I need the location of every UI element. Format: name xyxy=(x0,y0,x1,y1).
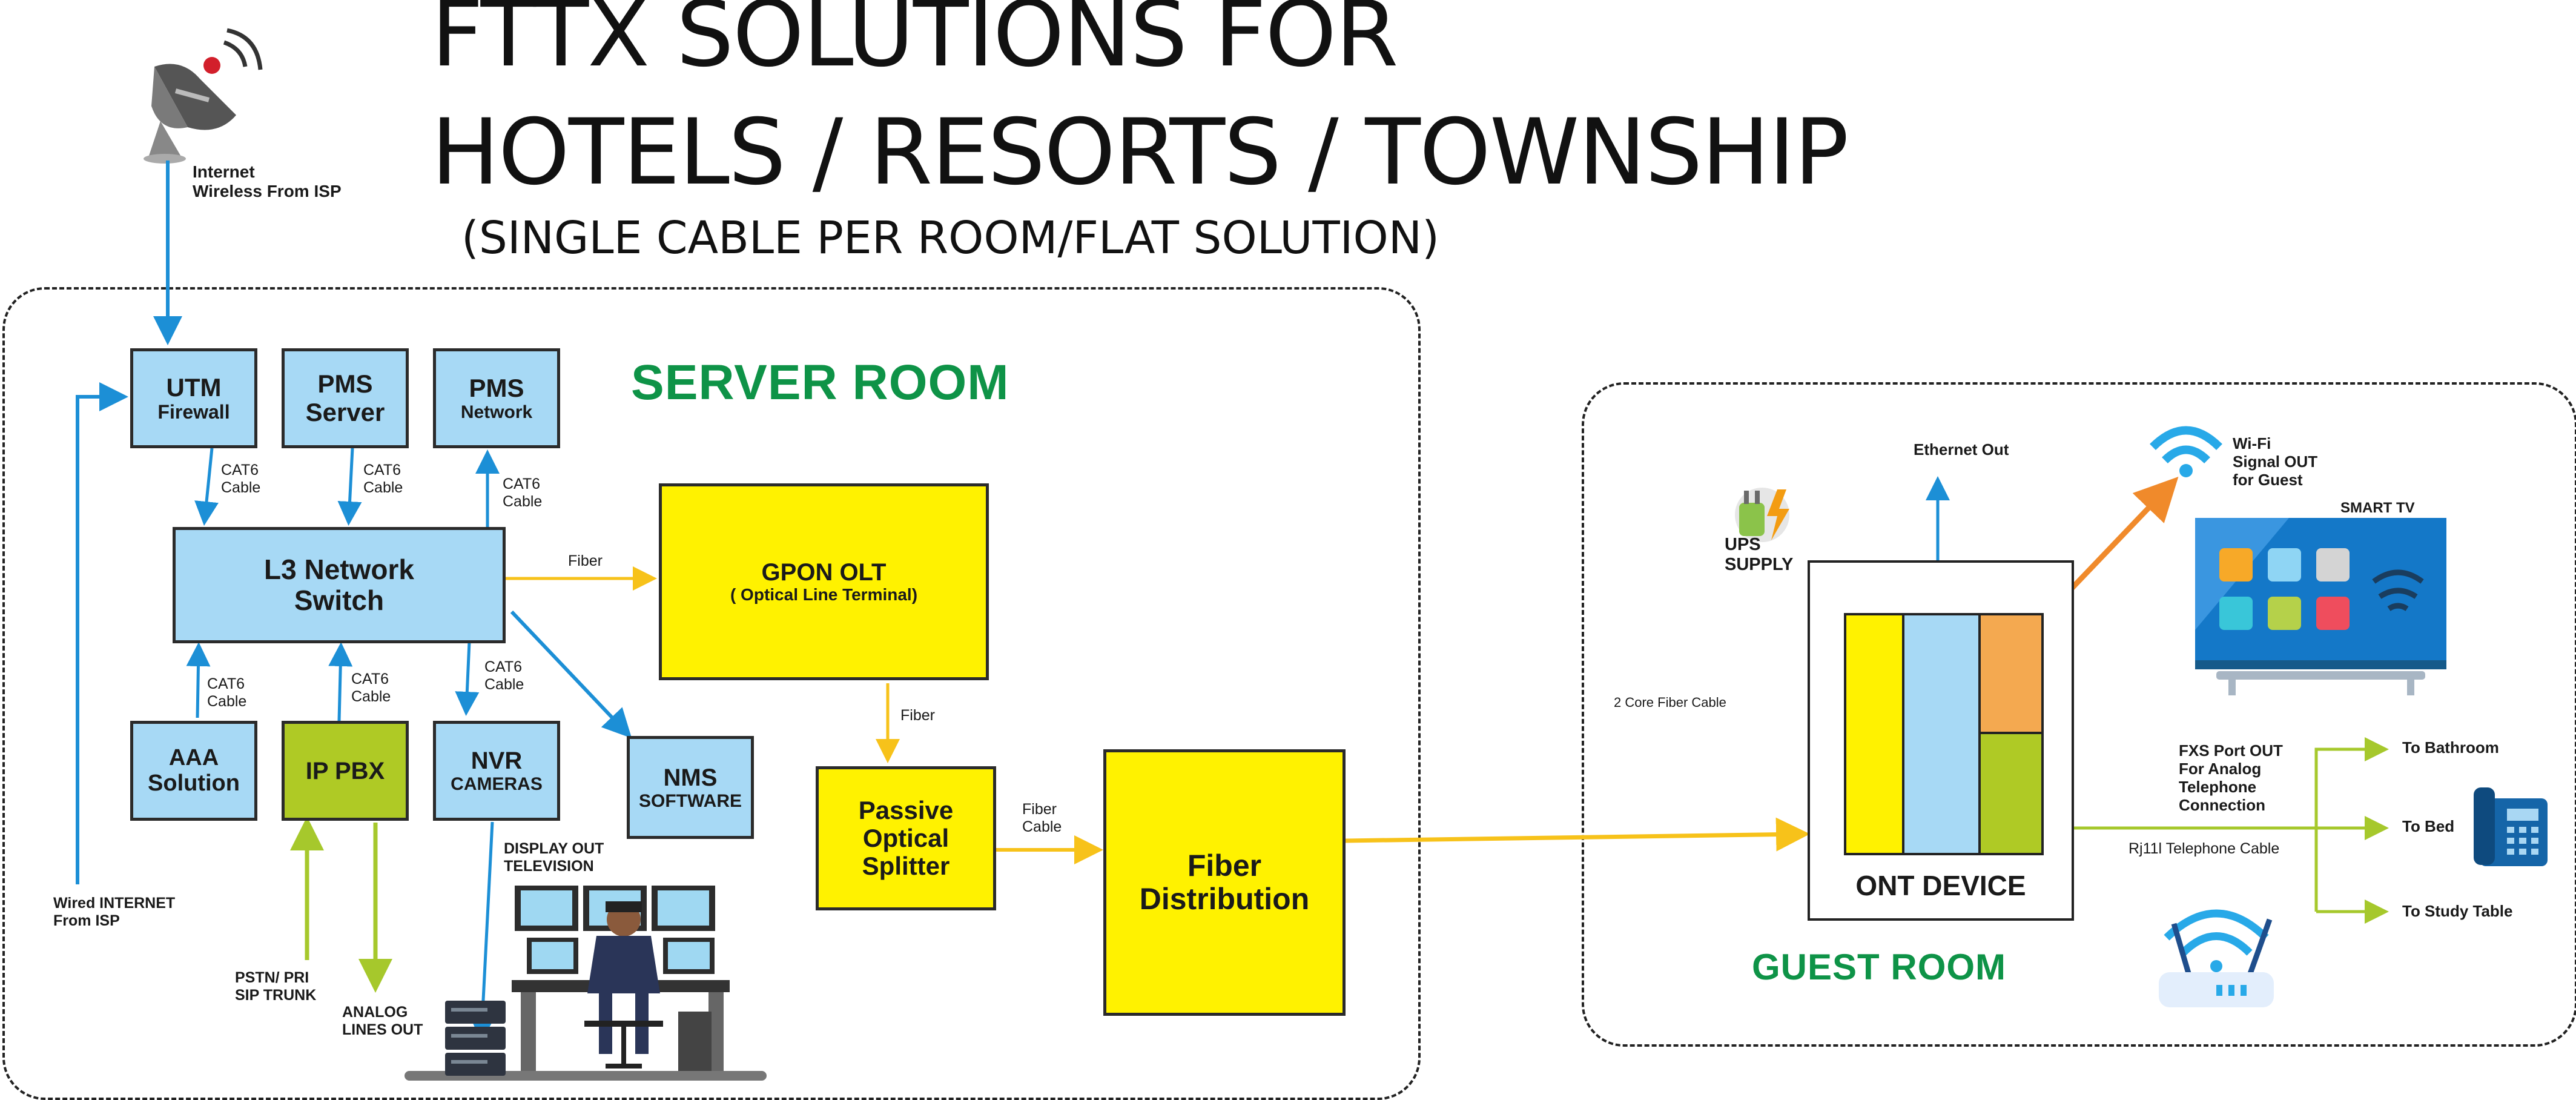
ont-green-port xyxy=(1978,732,2044,855)
l3-switch-line2: Switch xyxy=(294,585,385,616)
guest-room-title: GUEST ROOM xyxy=(1752,947,2007,987)
telephone-icon xyxy=(2474,787,2548,866)
ont-orange-port xyxy=(1978,613,2044,734)
aaa-solution-node: AAA Solution xyxy=(130,721,257,821)
fiber-cable-label: Fiber Cable xyxy=(1022,801,1062,835)
internet-wireless-label: Internet Wireless From ISP xyxy=(193,162,342,201)
splitter-line3: Splitter xyxy=(862,852,950,881)
aaa-line1: AAA xyxy=(168,744,219,770)
guest-room-frame xyxy=(1582,382,2576,1047)
nvr-line1: NVR xyxy=(471,747,523,774)
server-rack-icon xyxy=(445,1001,506,1076)
ethernet-out-label: Ethernet Out xyxy=(1914,440,2009,459)
cat6-label-ip-pbx: CAT6 Cable xyxy=(351,671,391,705)
fiber-dist-line1: Fiber xyxy=(1187,849,1262,883)
server-room-title: SERVER ROOM xyxy=(631,355,1009,410)
nvr-line2: CAMERAS xyxy=(451,774,543,794)
gpon-olt-line2: ( Optical Line Terminal) xyxy=(730,585,918,605)
operator-desk-icon xyxy=(405,886,767,1081)
utm-line2: Firewall xyxy=(157,401,230,423)
splitter-line1: Passive xyxy=(858,795,954,824)
cat6-label-pms-server: CAT6 Cable xyxy=(363,462,403,496)
pstn-label: PSTN/ PRI SIP TRUNK xyxy=(235,969,317,1004)
pms-server-line1: PMS xyxy=(317,369,373,399)
rj11-cable-label: Rj11l Telephone Cable xyxy=(2129,840,2280,857)
server-room-frame xyxy=(2,287,1421,1100)
to-study-table-label: To Study Table xyxy=(2402,902,2513,920)
fiber-olt-label: Fiber xyxy=(568,552,603,569)
title-line-3: (SINGLE CABLE PER ROOM/FLAT SOLUTION) xyxy=(461,212,1439,264)
analog-lines-label: ANALOG LINES OUT xyxy=(342,1004,423,1038)
gpon-olt-node: GPON OLT ( Optical Line Terminal) xyxy=(659,483,989,680)
utm-firewall-node: UTM Firewall xyxy=(130,348,257,448)
nms-line2: SOFTWARE xyxy=(639,790,742,811)
ups-supply-label: UPS SUPPLY xyxy=(1725,535,1794,575)
smart-tv-label: SMART TV xyxy=(2340,500,2415,516)
smart-tv-icon xyxy=(2195,518,2446,695)
passive-optical-splitter-node: Passive Optical Splitter xyxy=(816,766,996,910)
cat6-label-utm: CAT6 Cable xyxy=(221,462,261,496)
fxs-port-label: FXS Port OUT For Analog Telephone Connec… xyxy=(2179,741,2283,814)
pms-server-node: PMS Server xyxy=(282,348,409,448)
wifi-router-icon xyxy=(2159,909,2274,1007)
pms-server-line2: Server xyxy=(305,397,385,426)
display-out-label: DISPLAY OUT TELEVISION xyxy=(504,840,604,875)
satellite-dish-icon xyxy=(144,28,263,164)
nms-software-node: NMS SOFTWARE xyxy=(627,736,754,839)
wired-internet-label: Wired INTERNET From ISP xyxy=(53,895,176,929)
l3-network-switch-node: L3 Network Switch xyxy=(173,527,506,643)
to-bed-label: To Bed xyxy=(2402,817,2455,835)
cat6-label-nvr: CAT6 Cable xyxy=(484,658,524,693)
ont-yellow-port xyxy=(1844,613,1904,855)
fiber-distribution-node: Fiber Distribution xyxy=(1103,749,1346,1016)
gpon-olt-line1: GPON OLT xyxy=(761,559,887,586)
to-bathroom-label: To Bathroom xyxy=(2402,738,2499,757)
title-line-1: FTTX SOLUTIONS FOR xyxy=(431,0,1398,87)
l3-switch-line1: L3 Network xyxy=(264,554,414,586)
nvr-cameras-node: NVR CAMERAS xyxy=(433,721,560,821)
nms-line1: NMS xyxy=(663,764,718,791)
wifi-signal-label: Wi-Fi Signal OUT for Guest xyxy=(2233,434,2318,489)
splitter-line2: Optical xyxy=(862,823,949,852)
cat6-label-pms-network: CAT6 Cable xyxy=(503,475,543,510)
fiber-dist-line2: Distribution xyxy=(1139,882,1310,916)
pms-network-line2: Network xyxy=(460,402,533,423)
pms-network-line1: PMS xyxy=(469,373,524,402)
two-core-fiber-label: 2 Core Fiber Cable xyxy=(1614,695,1726,710)
ont-device-label: ONT DEVICE xyxy=(1855,870,2026,901)
fiber-splitter-label: Fiber xyxy=(900,707,935,724)
ip-pbx-line1: IP PBX xyxy=(305,757,385,784)
aaa-line2: Solution xyxy=(148,770,240,796)
pms-network-node: PMS Network xyxy=(433,348,560,448)
ip-pbx-node: IP PBX xyxy=(282,721,409,821)
ont-blue-port xyxy=(1902,613,1981,855)
utm-line1: UTM xyxy=(166,373,222,402)
power-plug-icon xyxy=(1735,488,1789,542)
cat6-label-aaa: CAT6 Cable xyxy=(207,675,247,710)
title-line-2: HOTELS / RESORTS / TOWNSHIP xyxy=(431,100,1849,205)
wifi-icon xyxy=(2150,426,2222,477)
